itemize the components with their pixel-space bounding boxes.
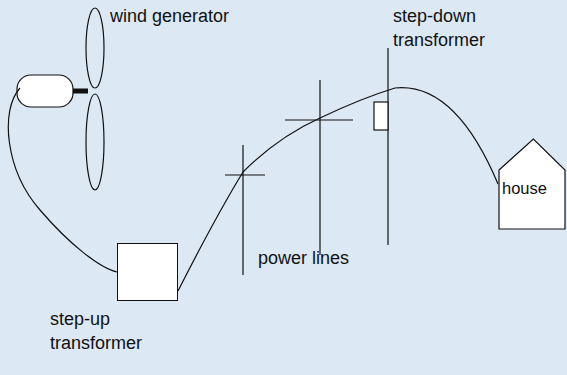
part-label: power lines xyxy=(258,246,358,270)
pole xyxy=(387,48,388,245)
transformer-box xyxy=(117,243,178,301)
power-line xyxy=(178,88,498,291)
step-down-transformer xyxy=(374,102,388,130)
crossbar xyxy=(285,119,353,120)
blade xyxy=(86,8,104,88)
house-shape: house xyxy=(498,138,566,230)
pole xyxy=(319,80,320,255)
node-label: house xyxy=(498,138,566,200)
node-label: step-up transformer xyxy=(50,307,162,355)
wire xyxy=(8,88,117,272)
blade xyxy=(86,94,104,190)
part-label: wind generator xyxy=(110,4,240,28)
transformer-node: step-up transformer xyxy=(50,243,178,355)
crossbar xyxy=(225,174,265,175)
part-label: step-down transformer xyxy=(393,4,513,52)
shaft xyxy=(72,89,88,94)
pole xyxy=(242,145,243,275)
generator-body xyxy=(17,75,73,107)
